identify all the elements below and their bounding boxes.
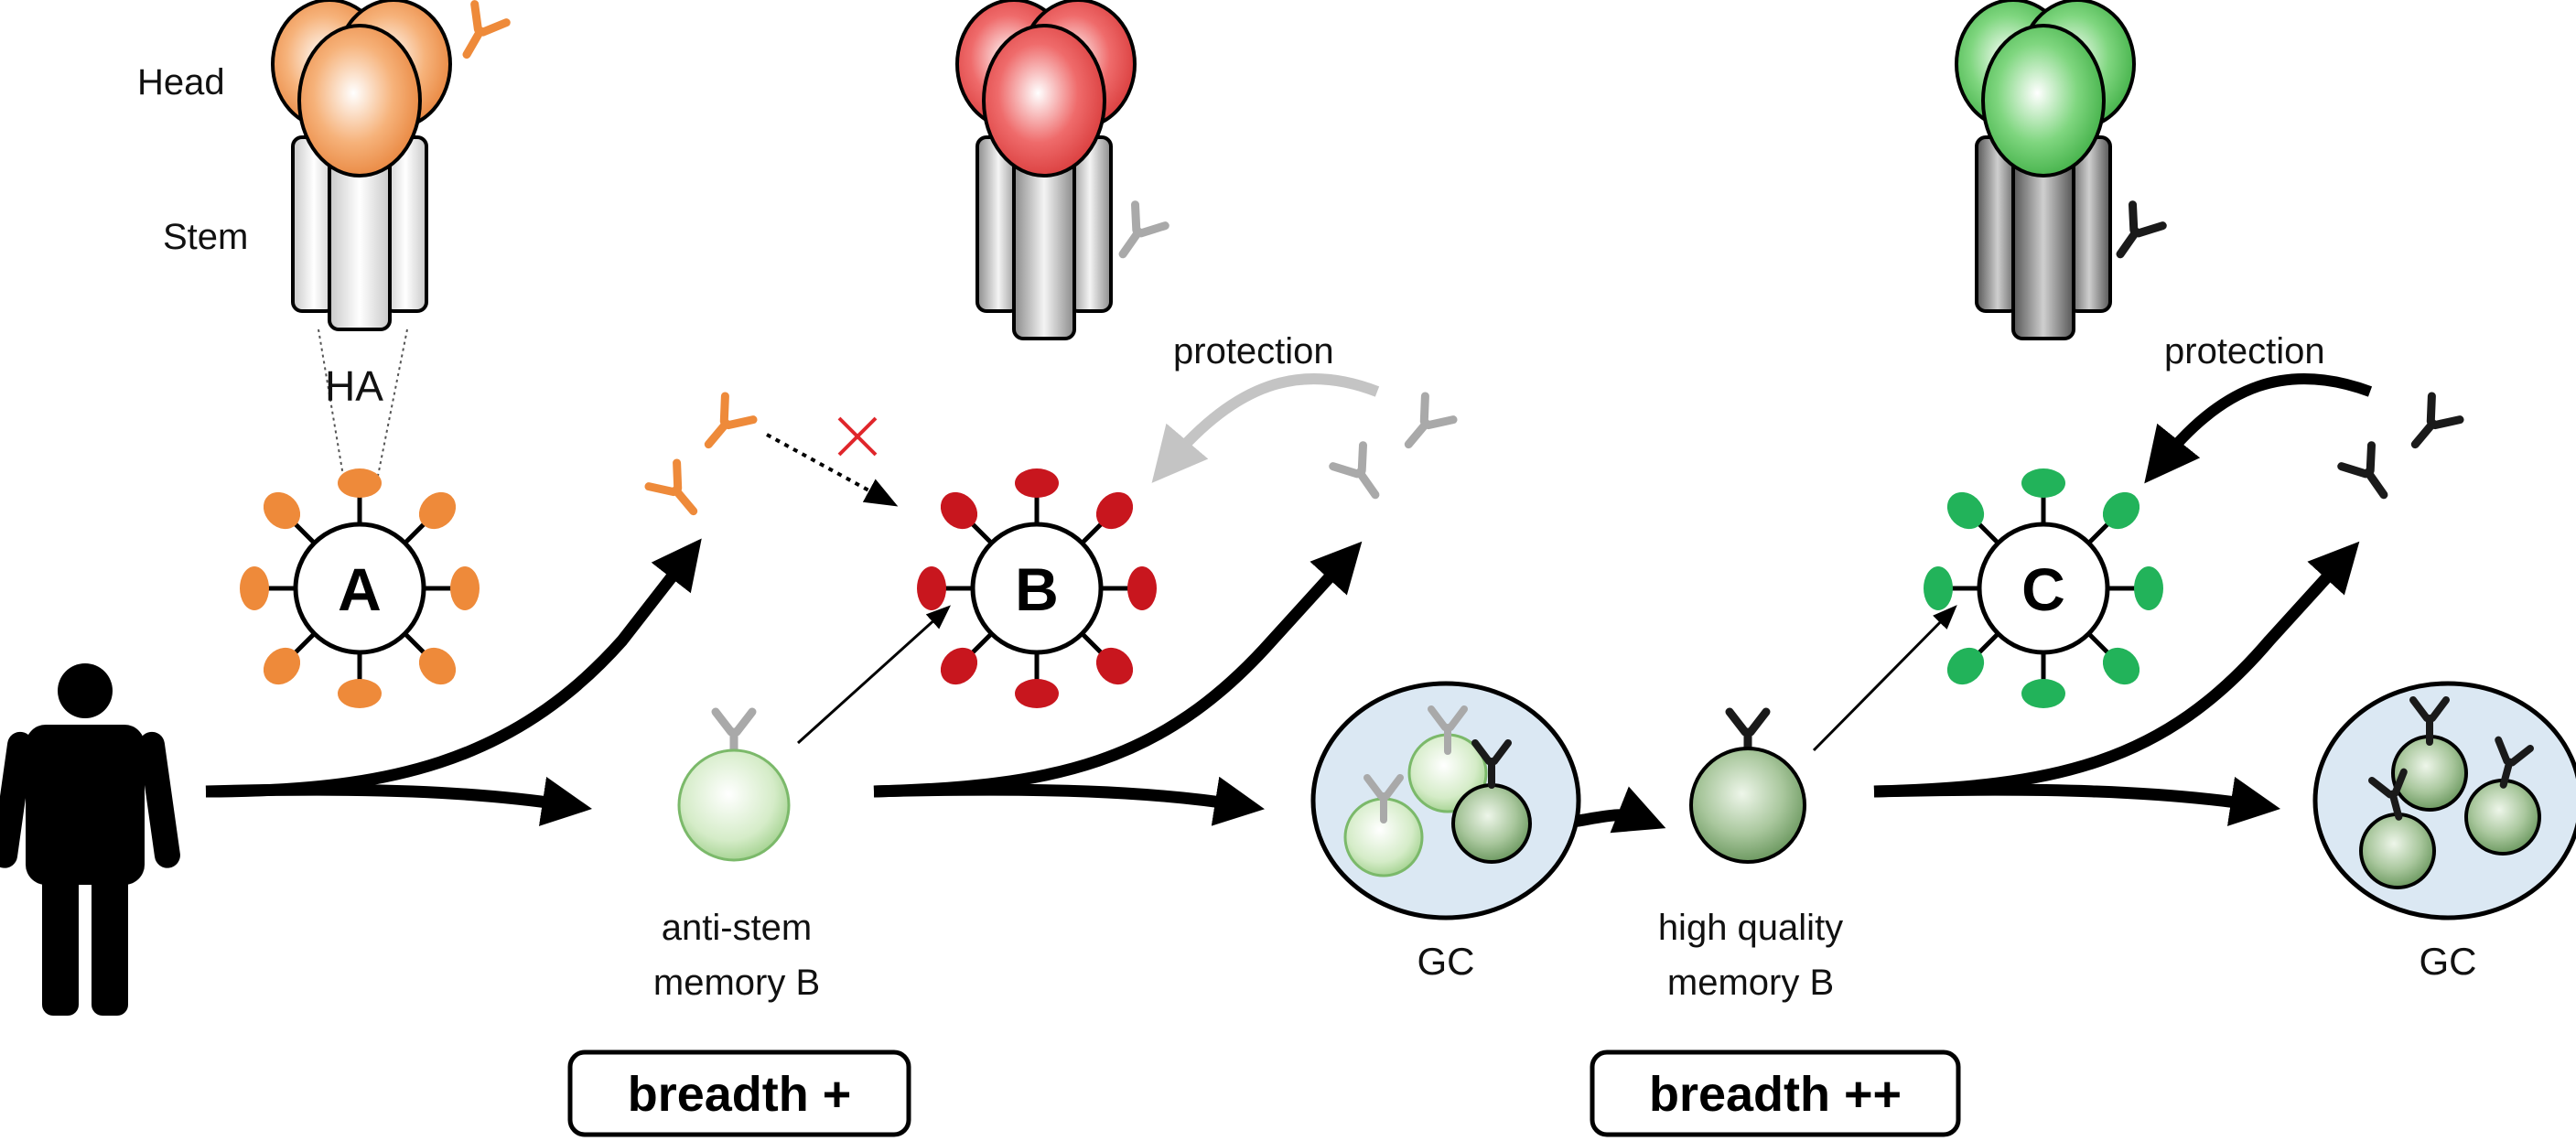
virus-a-spikes [240,468,480,708]
virus-a-letter: A [338,555,382,623]
gc-label-2: GC [2420,940,2477,983]
anti-stem-label: anti-stem [662,908,813,948]
protection-label-2: protection [2164,331,2325,371]
high-quality-memory-b-cell [1689,747,1806,864]
blocked-x-icon [837,416,878,457]
antibody-gray-icon [1329,441,1380,500]
protection-arrow-gray [1151,372,1380,483]
antibody-orange-icon [462,0,511,59]
germinal-center-2 [2312,681,2576,920]
antibody-gray-icon [1404,392,1458,449]
protection-arrow-black [2144,372,2373,484]
antibody-black-icon [2337,441,2388,500]
breadth-plus-plus-text: breadth ++ [1649,1067,1902,1122]
flow-arrows [205,538,2360,834]
ha-label: HA [325,362,383,410]
anti-stem-memory-label: memory B [653,963,820,1003]
antibody-black-icon [2410,392,2464,449]
antibody-black-icon [2116,200,2167,259]
ha-protein-orange [271,0,452,331]
antibody-orange-icon [644,458,698,516]
high-quality-label: high quality [1658,908,1843,948]
gc-label-1: GC [1417,940,1475,983]
virus-b-letter: B [1015,555,1059,623]
virus-a: A [240,468,480,708]
memory-b-to-virus-c-arrow [1812,605,1957,752]
breadth-plus-badge: breadth + [567,1050,911,1137]
blocked-binding-arrow [766,433,899,507]
ha-protein-green [1955,0,2136,340]
ha-zoom-lines [318,328,408,477]
virus-c-spikes [1924,468,2163,708]
anti-stem-memory-b-cell [677,748,791,862]
virus-b: B [917,468,1157,708]
protection-label-1: protection [1173,331,1334,371]
head-label: Head [137,62,225,102]
breadth-plus-text: breadth + [628,1067,852,1122]
stem-label: Stem [163,217,248,257]
virus-c: C [1924,468,2163,708]
germinal-center-1 [1310,681,1581,920]
antibody-orange-icon [704,392,758,449]
breadth-plus-plus-badge: breadth ++ [1590,1050,1961,1137]
human-figure-icon [0,663,180,1016]
antibody-gray-icon [1118,200,1169,259]
virus-b-spikes [917,468,1157,708]
virus-c-letter: C [2021,555,2065,623]
memory-b-to-virus-b-arrow [796,605,952,745]
high-quality-memory-label: memory B [1667,963,1834,1003]
ha-protein-red [955,0,1137,340]
